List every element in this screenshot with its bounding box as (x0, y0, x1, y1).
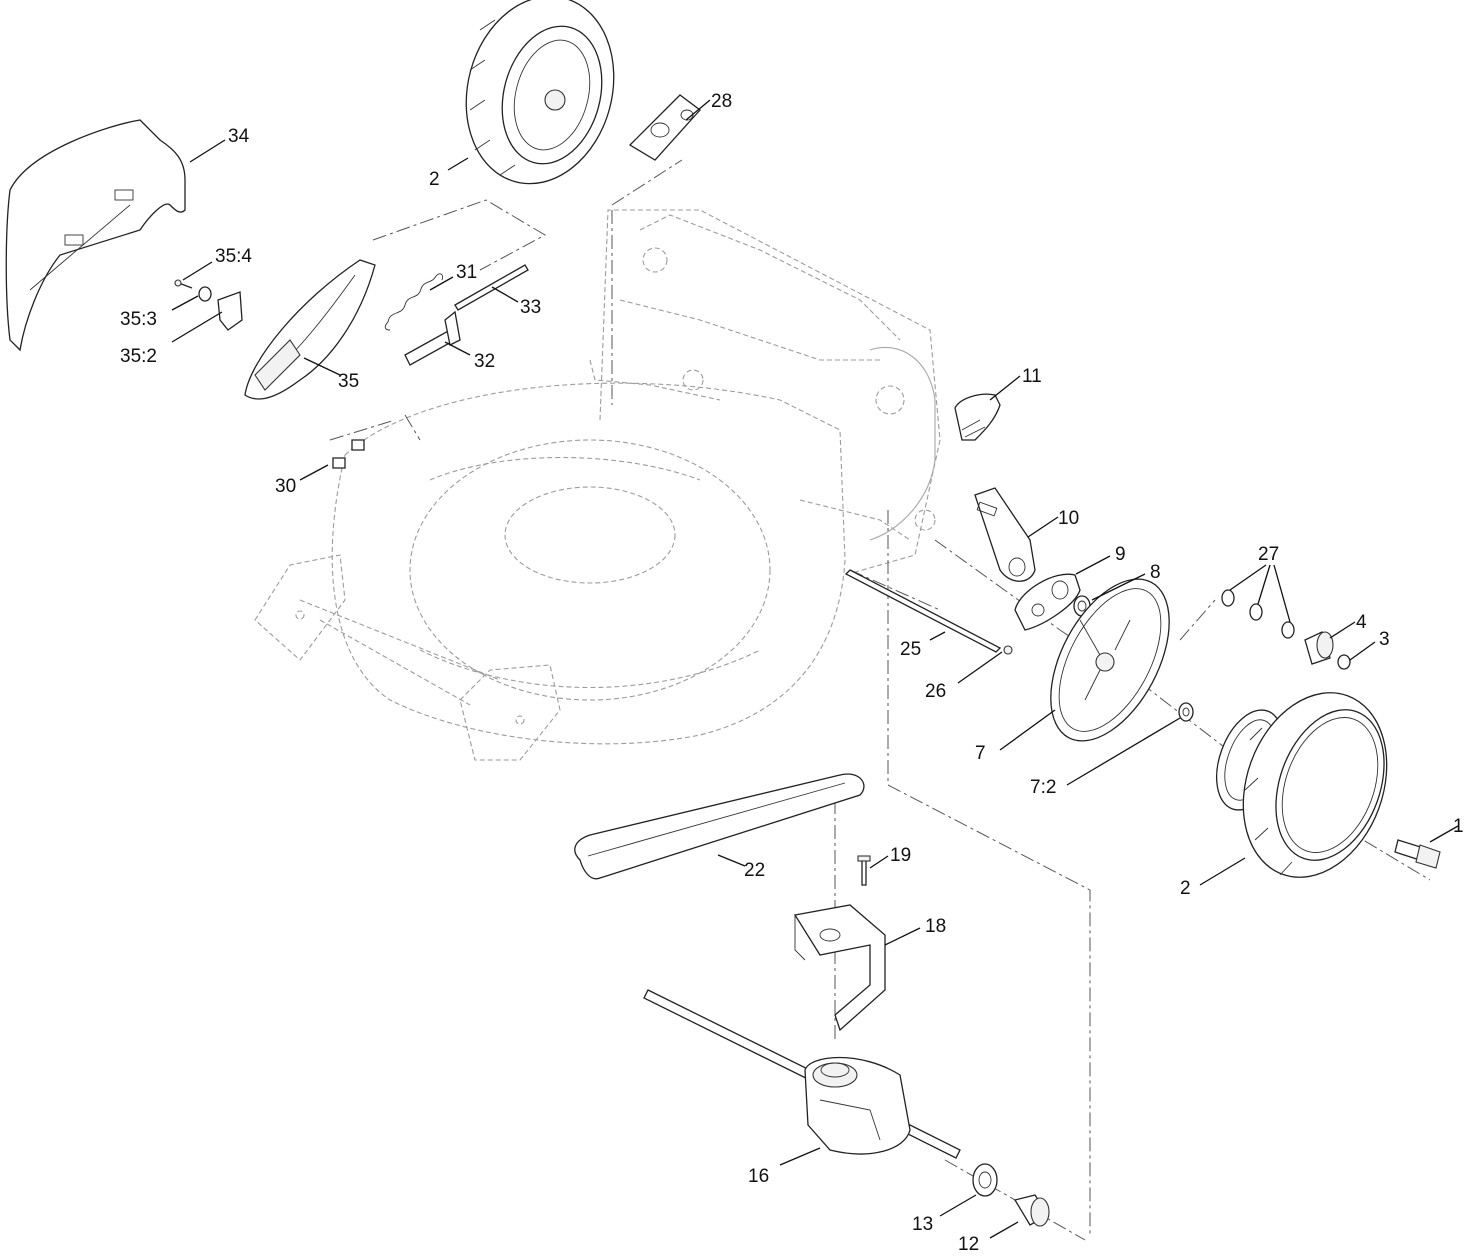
washer-7-2 (1178, 702, 1194, 722)
callout-35-2: 35:2 (120, 346, 157, 367)
callout-11: 11 (1022, 366, 1042, 387)
belt-guide-bracket-18 (793, 904, 886, 1032)
callout-34: 34 (228, 126, 250, 147)
rear-guard-34 (5, 119, 186, 352)
callout-32: 32 (474, 351, 495, 372)
collar-12 (1013, 1194, 1050, 1227)
callout-3: 3 (1379, 629, 1390, 650)
mower-deck-ghost (254, 209, 941, 761)
callout-7-2: 7:2 (1030, 777, 1056, 798)
callout-27: 27 (1258, 544, 1279, 565)
screw-35-4 (174, 279, 193, 289)
height-adjust-lever-35 (244, 259, 376, 400)
callout-33: 33 (520, 297, 541, 318)
callout-4: 4 (1356, 612, 1367, 633)
washers-27 (1221, 589, 1295, 639)
rear-wheel-top (465, 0, 615, 185)
callout-28: 28 (711, 91, 732, 112)
drive-belt-22 (574, 773, 865, 880)
transmission-16 (643, 989, 961, 1159)
callout-9: 9 (1115, 544, 1126, 565)
callout-22: 22 (744, 860, 765, 881)
adjuster-rod-33 (454, 264, 529, 311)
callout-25: 25 (900, 639, 921, 660)
spring-bracket-32 (404, 310, 461, 366)
lever-plate-35-2 (217, 291, 243, 331)
callout-16: 16 (748, 1166, 769, 1187)
wheel-hubcap-7 (1050, 578, 1170, 742)
extension-spring-31 (384, 273, 443, 331)
callout-30: 30 (275, 476, 296, 497)
retaining-ring-3 (1337, 654, 1351, 670)
callout-35-4: 35:4 (215, 246, 252, 267)
callout-1: 1 (1453, 816, 1464, 837)
height-rod-25 (844, 569, 1002, 653)
callout-26: 26 (925, 681, 946, 702)
callout-labels: 2 28 34 35:4 35:3 35:2 35 31 32 33 30 11… (120, 91, 1464, 1255)
callout-35: 35 (338, 371, 359, 392)
rear-wheel-right (1242, 692, 1388, 878)
screw-26 (1003, 645, 1013, 655)
axle-bolt-1 (1394, 839, 1441, 869)
leader-lines (171, 99, 1459, 1239)
callout-7: 7 (975, 743, 986, 764)
callout-8: 8 (1150, 562, 1161, 583)
callout-18: 18 (925, 916, 946, 937)
callout-2-right: 2 (1180, 878, 1191, 899)
callout-13: 13 (912, 1214, 933, 1235)
callout-10: 10 (1058, 508, 1079, 529)
bushing-13 (972, 1163, 998, 1197)
screw-19 (857, 855, 871, 886)
pinion-gear-4 (1304, 631, 1334, 665)
callout-2-top: 2 (429, 169, 440, 190)
adjuster-knob-11 (954, 393, 1001, 441)
pivot-plate-9 (1014, 573, 1081, 631)
callout-35-3: 35:3 (120, 309, 157, 330)
bolts-30 (332, 439, 365, 469)
callout-31: 31 (456, 262, 477, 283)
callout-12: 12 (958, 1234, 979, 1255)
height-lever-10 (974, 487, 1036, 582)
bearing-bracket-28 (628, 94, 701, 161)
washer-35-3 (198, 286, 212, 302)
callout-19: 19 (890, 845, 911, 866)
